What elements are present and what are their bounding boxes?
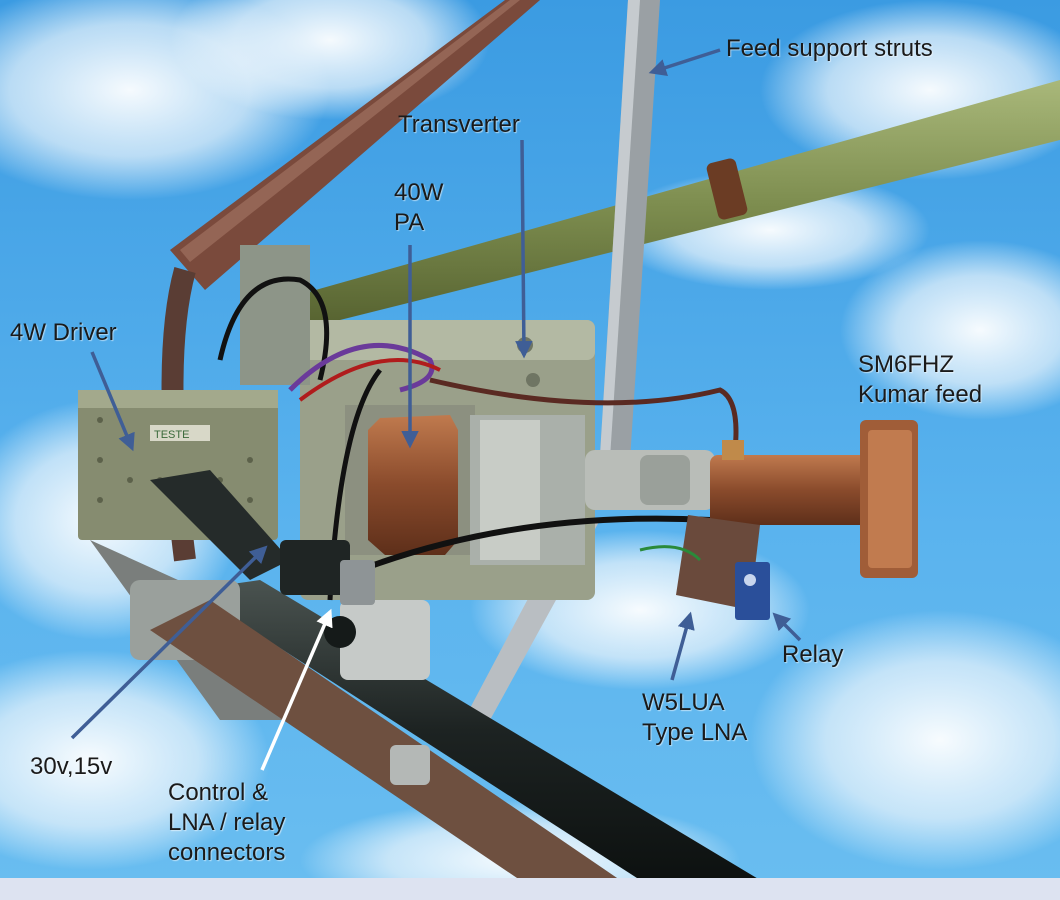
lna-relay-assembly: [639, 515, 770, 620]
arrow-relay: [772, 612, 802, 642]
label-voltages: 30v,15v: [30, 753, 113, 780]
driver-plate-label: TESTE: [154, 429, 189, 441]
annotation-arrows: [70, 48, 802, 771]
label-feed-support-struts: Feed support struts: [726, 35, 933, 62]
cables: [217, 276, 739, 601]
label-driver: 4W Driver: [10, 319, 117, 346]
green-boom-pole: [280, 80, 1060, 330]
bottom-band: [0, 878, 1060, 900]
arrow-driver: [90, 351, 135, 452]
arrow-lna: [670, 611, 695, 681]
arrow-transverter: [515, 139, 533, 359]
label-relay: Relay: [782, 641, 844, 668]
lower-support-pole: [150, 600, 620, 880]
kumar-feed: [585, 420, 918, 578]
arrow-connectors: [260, 608, 333, 771]
label-transverter: Transverter: [398, 111, 520, 138]
arrow-struts: [648, 48, 721, 77]
arrow-voltages: [70, 545, 268, 740]
